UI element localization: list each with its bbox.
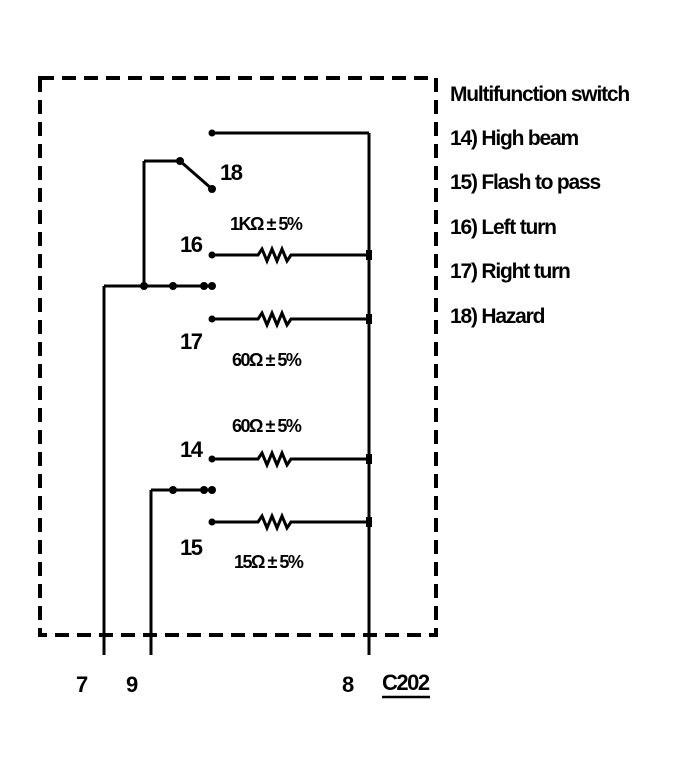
position-label-14: 14 — [180, 437, 204, 462]
resistor-branch-16 — [212, 245, 369, 265]
common-bus — [212, 131, 371, 655]
pin-label-8: 8 — [342, 672, 354, 697]
terminal-node — [208, 486, 216, 494]
resistor-branch-14 — [212, 449, 369, 469]
legend-item-right-turn: 17) Right turn — [450, 260, 570, 283]
terminal-node — [208, 129, 216, 137]
bus-node — [366, 454, 372, 464]
legend-item-left-turn: 16) Left turn — [450, 216, 556, 239]
hazard-switch-blade — [179, 159, 213, 191]
legend-item-hazard: 18) Hazard — [450, 305, 545, 328]
legend-item-high-beam: 14) High beam — [450, 127, 578, 150]
terminal-node — [208, 518, 216, 526]
terminal-node — [208, 455, 216, 463]
terminal-node — [200, 282, 208, 290]
bus-node — [366, 250, 372, 260]
legend-title: Multifunction switch — [450, 83, 629, 106]
bus-node — [366, 517, 372, 527]
resistor-value-15: 15Ω ± 5% — [234, 552, 304, 572]
resistor-value-17: 60Ω ± 5% — [232, 350, 302, 370]
resistor-branch-15 — [212, 512, 369, 532]
terminal-node — [140, 282, 148, 290]
resistor-branch-17 — [212, 309, 369, 329]
connector-label: C202 — [382, 670, 430, 695]
terminal-node — [208, 251, 216, 259]
terminal-node — [169, 486, 177, 494]
pin7-feed — [102, 159, 212, 655]
pin-label-7: 7 — [76, 672, 88, 697]
resistor-value-14: 60Ω ± 5% — [232, 416, 302, 436]
terminal-node — [208, 315, 216, 323]
pin9-feed — [149, 488, 212, 655]
position-label-15: 15 — [180, 535, 203, 560]
bus-node — [366, 314, 372, 324]
terminal-node — [208, 282, 216, 290]
terminal-node — [200, 486, 208, 494]
resistor-value-16: 1KΩ ± 5% — [230, 214, 303, 234]
position-label-17: 17 — [180, 329, 203, 354]
position-label-18: 18 — [220, 160, 243, 185]
terminal-node — [208, 185, 216, 193]
pin-label-9: 9 — [126, 672, 138, 697]
position-label-16: 16 — [180, 232, 203, 257]
terminal-node — [176, 157, 184, 165]
switch-enclosure — [38, 76, 438, 637]
legend-item-flash-to-pass: 15) Flash to pass — [450, 171, 601, 194]
terminal-node — [169, 282, 177, 290]
